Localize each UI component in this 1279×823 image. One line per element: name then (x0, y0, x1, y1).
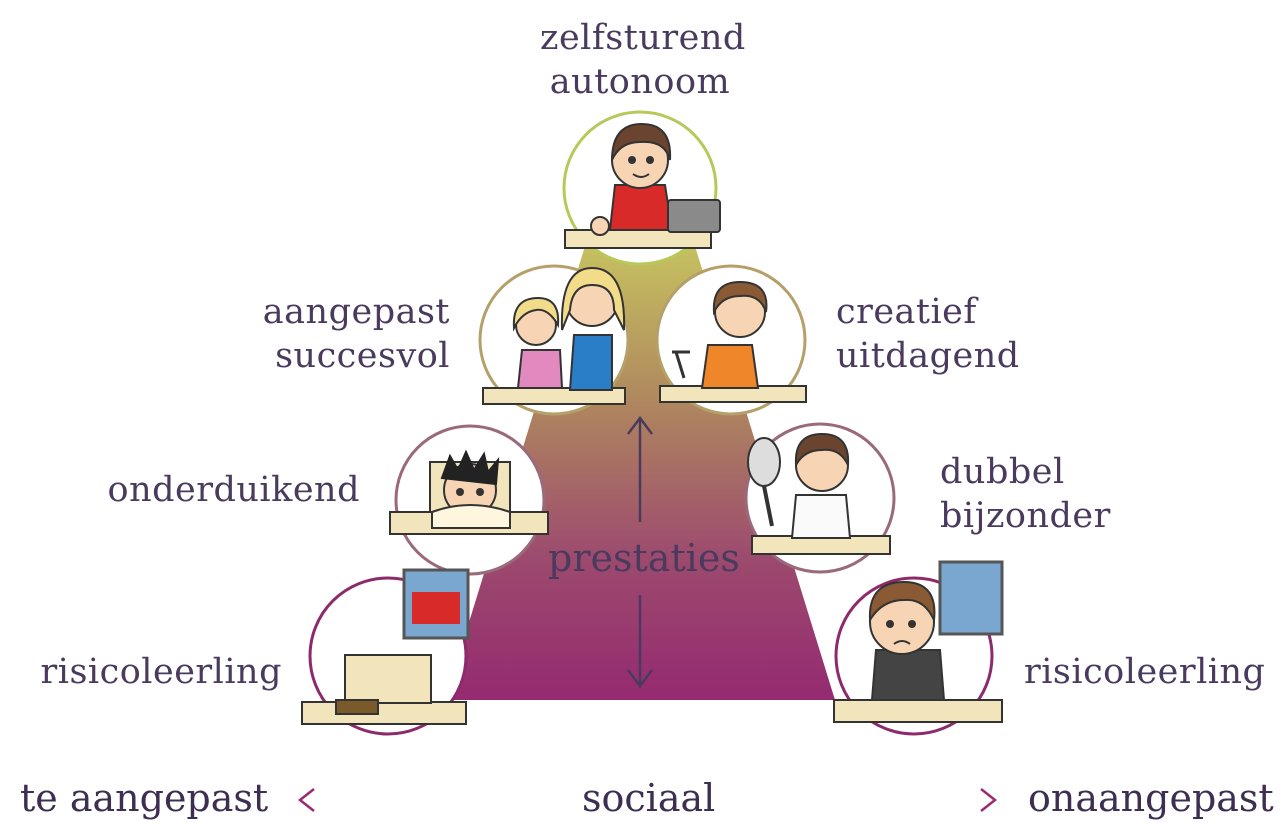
label-left2-line1: aangepast (262, 292, 450, 332)
label-right2-line2: uitdagend (836, 336, 1020, 376)
left-axis-arrow (297, 788, 540, 812)
label-left4-text: risicoleerling (40, 652, 282, 692)
label-left3-text: onderduikend (107, 470, 360, 510)
axis-horizontal-label: sociaal (582, 776, 716, 820)
label-left2: aangepast succesvol (250, 290, 450, 378)
student-hiding-icon (389, 424, 549, 576)
axis-vertical-label: prestaties (548, 536, 740, 580)
student-slingshot-icon (655, 264, 807, 416)
axis-right-end: onaangepast (1028, 776, 1274, 820)
label-right2-line1: creatief (836, 292, 977, 332)
vertical-axis-arrow (627, 415, 653, 689)
empty-desk-icon (301, 568, 470, 736)
student-magnifier-icon (744, 422, 896, 574)
label-right2: creatief uitdagend (836, 290, 1066, 378)
label-left2-line2: succesvol (275, 336, 450, 376)
label-left3: onderduikend (100, 468, 360, 512)
student-sad-icon (833, 560, 1004, 736)
label-top-line2: autonoom (549, 62, 731, 102)
label-left4: risicoleerling (30, 650, 282, 694)
label-top-line1: zelfsturend (540, 18, 746, 58)
label-right3: dubbel bijzonder (940, 450, 1140, 538)
right-axis-arrow (748, 788, 998, 812)
label-right3-line1: dubbel (940, 452, 1065, 492)
label-right4-text: risicoleerling (1024, 652, 1266, 692)
label-top: zelfsturend autonoom (540, 16, 746, 104)
label-right3-line2: bijzonder (940, 496, 1111, 536)
students-pair-icon (478, 264, 630, 416)
axis-left-end: te aangepast (20, 776, 269, 820)
label-right4: risicoleerling (1024, 650, 1274, 694)
student-laptop-icon (562, 110, 721, 266)
